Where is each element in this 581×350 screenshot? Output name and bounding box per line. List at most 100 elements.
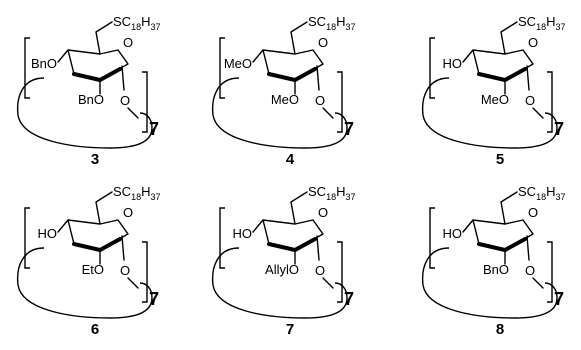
left-bracket [429, 37, 435, 99]
repeat-count-label: 7 [149, 289, 159, 309]
thiol-group-label: SC18H37 [113, 184, 160, 202]
glycosidic-bond [322, 277, 334, 289]
anomeric-bond [121, 65, 125, 91]
glycosidic-bond [532, 277, 544, 289]
ring-oxygen-label: O [528, 205, 538, 220]
ring-oxygen-label: O [528, 35, 538, 50]
left-bracket [219, 207, 225, 269]
macrocycle-loop [421, 77, 558, 149]
o3-bond [57, 49, 69, 63]
glycosidic-oxygen-label: O [120, 263, 130, 278]
right-bracket [547, 241, 553, 303]
o2-substituent-label: BnO [78, 92, 104, 107]
ch2-bond [500, 21, 518, 55]
macrocycle-loop [421, 247, 558, 319]
thiol-group-label: SC18H37 [113, 14, 160, 32]
repeat-count-label: 7 [554, 119, 564, 139]
ring-bold-bond [267, 242, 297, 252]
o3-bond [462, 219, 474, 233]
ring-bold-bond [98, 67, 122, 82]
compound-number-label: 4 [286, 151, 295, 168]
compound-number-label: 6 [91, 321, 99, 338]
ring-bold-bond [503, 237, 527, 252]
o3-bond [57, 219, 69, 233]
ch2-bond [290, 191, 308, 225]
ring-oxygen-label: O [123, 205, 133, 220]
glycosidic-oxygen-label: O [315, 93, 325, 108]
ring-bold-bond [477, 72, 507, 82]
glycosidic-oxygen-label: O [315, 263, 325, 278]
ring-bold-bond [72, 72, 102, 82]
right-bracket [337, 71, 343, 133]
compound-number-label: 8 [496, 321, 504, 338]
macrocycle-loop [211, 247, 348, 319]
o3-bond [252, 219, 264, 233]
repeat-count-label: 7 [149, 119, 159, 139]
o2-substituent-label: BnO [483, 262, 509, 277]
glycosidic-bond [532, 107, 544, 119]
thiol-group-label: SC18H37 [518, 184, 565, 202]
ring-oxygen-label: O [318, 35, 328, 50]
repeat-count-label: 7 [344, 289, 354, 309]
ch2-bond [95, 21, 113, 55]
anomeric-bond [121, 235, 125, 261]
glycosidic-bond [127, 107, 139, 119]
glycosidic-bond [127, 277, 139, 289]
glycosidic-bond [322, 107, 334, 119]
right-bracket [142, 71, 148, 133]
thiol-group-label: SC18H37 [518, 14, 565, 32]
ring-bold-bond [503, 67, 527, 82]
compound-number-label: 7 [286, 321, 294, 338]
compound-number-label: 3 [91, 151, 99, 168]
ring-bold-bond [98, 237, 122, 252]
anomeric-bond [316, 235, 320, 261]
o3-substituent-label: MeO [224, 56, 252, 71]
ring-bold-bond [477, 242, 507, 252]
ch2-bond [95, 191, 113, 225]
ch2-bond [500, 191, 518, 225]
macrocycle-loop [16, 247, 153, 319]
right-bracket [142, 241, 148, 303]
o2-substituent-label: MeO [481, 92, 509, 107]
ring-oxygen-label: O [123, 35, 133, 50]
o3-substituent-label: HO [233, 226, 253, 241]
o3-substituent-label: BnO [31, 56, 57, 71]
glycosidic-oxygen-label: O [525, 263, 535, 278]
ring-bold-bond [293, 237, 317, 252]
compound-number-label: 5 [496, 151, 504, 168]
o3-substituent-label: HO [38, 226, 58, 241]
thiol-group-label: SC18H37 [308, 14, 355, 32]
o3-bond [252, 49, 264, 63]
left-bracket [24, 37, 30, 99]
ring-bold-bond [72, 242, 102, 252]
macrocycle-loop [211, 77, 348, 149]
ch2-bond [290, 21, 308, 55]
o3-bond [462, 49, 474, 63]
right-bracket [547, 71, 553, 133]
repeat-count-label: 7 [554, 289, 564, 309]
o2-substituent-label: MeO [271, 92, 299, 107]
right-bracket [337, 241, 343, 303]
anomeric-bond [526, 235, 530, 261]
thiol-group-label: SC18H37 [308, 184, 355, 202]
left-bracket [429, 207, 435, 269]
macrocycle-loop [16, 77, 153, 149]
o3-substituent-label: HO [443, 226, 463, 241]
glycosidic-oxygen-label: O [120, 93, 130, 108]
o3-substituent-label: HO [443, 56, 463, 71]
o2-substituent-label: EtO [82, 262, 104, 277]
ring-oxygen-label: O [318, 205, 328, 220]
anomeric-bond [316, 65, 320, 91]
left-bracket [24, 207, 30, 269]
repeat-count-label: 7 [344, 119, 354, 139]
ring-bold-bond [293, 67, 317, 82]
left-bracket [219, 37, 225, 99]
ring-bold-bond [267, 72, 297, 82]
